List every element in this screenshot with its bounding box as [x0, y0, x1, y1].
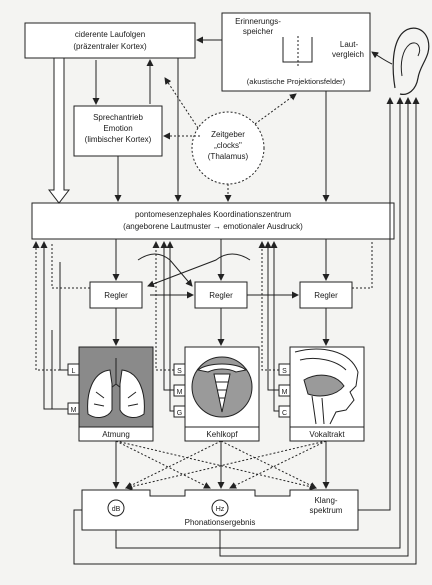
svg-text:S: S — [177, 368, 182, 375]
lungs-icon — [87, 358, 145, 418]
receptors-right: S M C — [278, 363, 291, 418]
regulator-right: Regler — [299, 281, 353, 309]
vocal-tract-icon — [294, 348, 359, 425]
svg-text:vergleich: vergleich — [332, 50, 364, 59]
svg-text:Emotion: Emotion — [103, 124, 132, 133]
organ-vocal-tract: Vokaltrakt — [289, 346, 365, 442]
svg-text:„clocks": „clocks" — [214, 141, 242, 150]
svg-text:Zeitgeber: Zeitgeber — [211, 130, 245, 139]
limbic-box: Sprechantrieb Emotion (limbischer Kortex… — [73, 105, 163, 157]
svg-text:spektrum: spektrum — [310, 506, 343, 515]
svg-text:Kehlkopf: Kehlkopf — [206, 430, 238, 439]
svg-text:dB: dB — [112, 506, 121, 513]
svg-text:G: G — [177, 410, 182, 417]
svg-text:(Thalamus): (Thalamus) — [208, 152, 249, 161]
svg-text:Erinnerungs-: Erinnerungs- — [235, 17, 281, 26]
svg-text:Atmung: Atmung — [102, 430, 130, 439]
organ-larynx: Kehlkopf — [184, 346, 260, 442]
svg-text:(angeborene Lautmuster → emoti: (angeborene Lautmuster → emotionaler Aus… — [123, 222, 303, 231]
svg-text:Hz: Hz — [216, 506, 225, 513]
svg-text:C: C — [282, 410, 287, 417]
motor-plan-box: ciderente Laufolgen (präzentraler Kortex… — [24, 22, 196, 59]
svg-text:Regler: Regler — [314, 291, 338, 300]
svg-text:M: M — [177, 389, 183, 396]
svg-text:ciderente Laufolgen: ciderente Laufolgen — [75, 30, 145, 39]
regulator-mid: Regler — [194, 281, 248, 309]
svg-text:M: M — [282, 389, 288, 396]
clock-circle: Zeitgeber „clocks" (Thalamus) — [191, 111, 265, 185]
main-descending-arrow — [47, 57, 71, 204]
svg-text:L: L — [72, 368, 76, 375]
receptors-mid: S M G — [173, 363, 186, 418]
svg-text:Klang-: Klang- — [314, 496, 337, 505]
svg-text:Regler: Regler — [104, 291, 128, 300]
phonation-result-box: dB Hz Klang- spektrum Phonationsergebnis — [81, 489, 359, 531]
svg-text:M: M — [71, 407, 77, 414]
svg-text:speicher: speicher — [243, 27, 274, 36]
svg-text:(limbischer Kortex): (limbischer Kortex) — [85, 135, 152, 144]
svg-text:Phonationsergebnis: Phonationsergebnis — [185, 518, 256, 527]
coordination-box: pontomesenzephales Koordinationszentrum … — [31, 202, 395, 240]
ear-icon — [392, 27, 430, 95]
svg-text:Laut-: Laut- — [340, 40, 359, 49]
memory-box: Erinnerungs- speicher Laut- vergleich (a… — [221, 12, 371, 92]
svg-text:pontomesenzephales Koordinatio: pontomesenzephales Koordinationszentrum — [135, 210, 291, 219]
svg-text:Regler: Regler — [209, 291, 233, 300]
receptors-left: L M — [67, 363, 80, 415]
svg-text:S: S — [282, 368, 287, 375]
svg-text:Vokaltrakt: Vokaltrakt — [309, 430, 345, 439]
regulator-left: Regler — [89, 281, 143, 309]
larynx-icon — [191, 356, 253, 418]
svg-text:(akustische Projektionsfelder): (akustische Projektionsfelder) — [247, 77, 346, 86]
svg-text:(präzentraler Kortex): (präzentraler Kortex) — [73, 42, 147, 51]
svg-text:Sprechantrieb: Sprechantrieb — [93, 113, 143, 122]
organ-breathing: Atmung — [78, 346, 154, 442]
